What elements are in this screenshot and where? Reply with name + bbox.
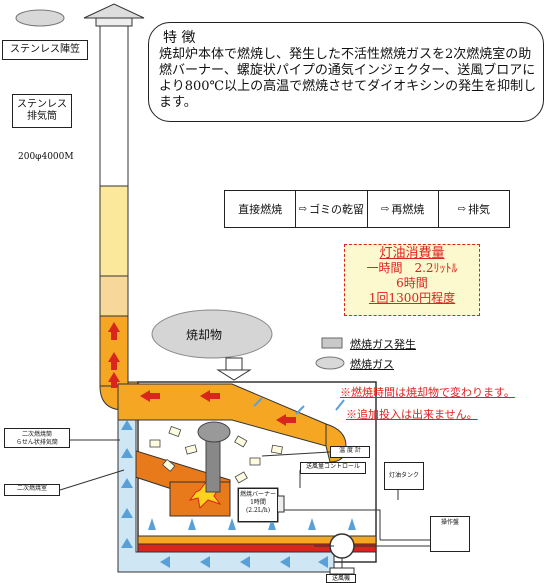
process-step-direct-label: 直接燃焼 (238, 203, 283, 216)
oil-consumption-box: 灯油消費量 一時間 2.2ﾘｯﾄﾙ 6時間 1回1300円程度 (344, 244, 480, 316)
secondary-duct-line1: 二次燃焼筒 (21, 431, 52, 438)
burn-items-label: 焼却物 (186, 328, 223, 342)
note-burn-time: ※燃焼時間は焼却物で変わります。 (340, 386, 515, 399)
features-title: 特 徴 (163, 30, 196, 46)
burner-label-line3: (2.2L/h) (245, 507, 271, 514)
note-no-additional: ※追加投入は出来ません。 (346, 408, 478, 421)
chimney-pipe (99, 25, 129, 387)
right-arrow-icon: ⇨ (298, 203, 308, 215)
air-arrows (121, 420, 356, 568)
right-arrow-icon: ⇨ (380, 203, 390, 215)
features-box: 特 徴 焼却炉本体で燃焼し、発生した不活性燃焼ガスを2次燃焼室の助燃バーナー、螺… (148, 22, 544, 122)
burn-items-cloud (151, 309, 273, 359)
burner-label-line1: 燃焼バーナー (239, 491, 276, 498)
process-flow: 直接燃焼 ⇨ゴミの乾留 ⇨再燃焼 ⇨排気 (224, 190, 510, 228)
secondary-duct-line2: らせん状排気筒 (16, 439, 58, 446)
process-step-direct: 直接燃焼 (225, 191, 297, 227)
stainless-cap-label: ステンレス陣笠 (2, 40, 88, 60)
features-body: 焼却炉本体で燃焼し、発生した不活性燃焼ガスを2次燃焼室の助燃バーナー、螺旋状パイ… (159, 47, 537, 110)
process-step-reburn: ⇨再燃焼 (368, 191, 439, 227)
upper-duct-arrows (140, 390, 296, 426)
oil-line2: 6時間 (396, 276, 428, 290)
down-arrow (216, 357, 252, 381)
process-step-exhaust-label: 排気 (468, 203, 491, 216)
gas-puff (197, 421, 231, 443)
thermometer-label: 温 度 計 (330, 446, 370, 458)
fan-control-label: 送風量コントロール (300, 462, 366, 474)
process-step-exhaust: ⇨排気 (439, 191, 509, 227)
chimney-cap (83, 3, 145, 27)
burner-label-line2: 1時間 (250, 499, 266, 506)
process-step-dry: ⇨ゴミの乾留 (296, 191, 368, 227)
control-panel-label: 操作盤 (430, 516, 470, 552)
secondary-duct-label: 二次燃焼筒 らせん状排気筒 (4, 428, 70, 448)
gas-column (205, 435, 221, 493)
control-lines (261, 451, 430, 547)
legend-gas-generation: 燃焼ガス発生 (350, 338, 416, 351)
blower-label: 送風機 (326, 574, 356, 583)
oil-title: 灯油消費量 (379, 246, 445, 261)
oil-line3: 1回1300円程度 (368, 291, 456, 305)
process-step-dry-label: ゴミの乾留 (309, 203, 365, 216)
smoke-cloud-top (15, 9, 65, 27)
stainless-chimney-label: ステンレス 排気筒 (12, 94, 72, 128)
secondary-chamber-label: 二次燃焼室 (4, 484, 60, 496)
oil-line1: 一時間 2.2ﾘｯﾄﾙ (366, 261, 458, 275)
burner-label: 燃焼バーナー 1時間 (2.2L/h) (238, 488, 278, 522)
inlet-arrows (253, 397, 345, 415)
gas-gen-icon (321, 337, 343, 349)
legend-gas: 燃焼ガス (350, 358, 394, 371)
gas-icon (315, 356, 345, 370)
stainless-chimney-line1: ステンレス (17, 99, 67, 110)
secondary-chamber-leader (59, 469, 125, 491)
stainless-chimney-line2: 排気筒 (27, 111, 57, 122)
chimney-size: 200φ4000M (18, 152, 74, 162)
right-arrow-icon: ⇨ (457, 203, 467, 215)
process-step-reburn-label: 再燃焼 (391, 203, 425, 216)
oil-tank-label: 灯油タンク (384, 462, 424, 490)
debris (149, 425, 283, 484)
chimney-arrows (108, 322, 120, 388)
